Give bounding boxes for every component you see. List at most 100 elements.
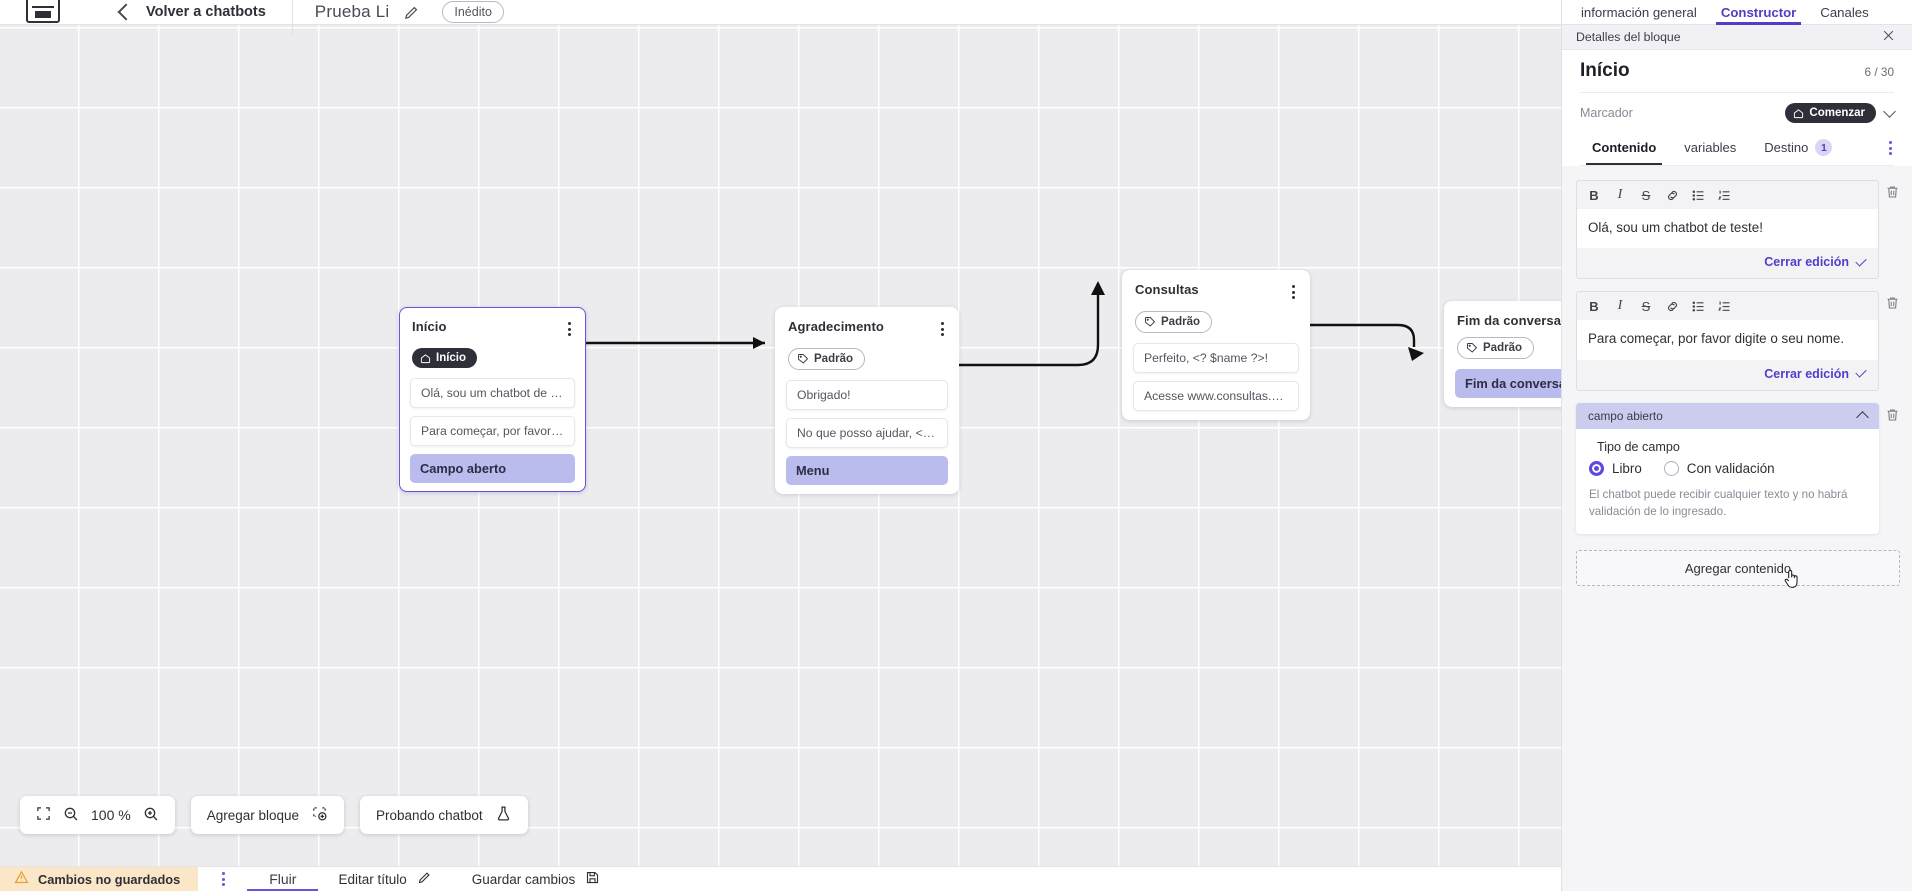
save-changes-button[interactable]: Guardar cambios [452, 870, 621, 888]
flow-node-consultas[interactable]: Consultas Padrão Perfeito, <? $name ?>! … [1122, 270, 1310, 420]
node-message[interactable]: Olá, sou um chatbot de teste! [410, 378, 575, 408]
tab-informacion-general[interactable]: información general [1581, 4, 1697, 20]
node-menu-button[interactable] [1290, 282, 1297, 302]
edit-title-button[interactable]: Editar título [318, 870, 451, 888]
chevron-down-icon[interactable] [1883, 104, 1896, 118]
node-message[interactable]: Acesse www.consultas.com par... [1133, 381, 1299, 411]
radio-libro[interactable]: Libro [1589, 460, 1642, 476]
fit-screen-icon[interactable] [36, 806, 51, 824]
close-icon[interactable] [1881, 28, 1896, 46]
marker-label: Marcador [1580, 106, 1633, 120]
numbered-list-icon[interactable] [1711, 184, 1737, 206]
flow-node-fim-da-conversa[interactable]: Fim da conversa Padrão Fim da conversa [1444, 301, 1561, 407]
node-tag-label: Padrão [814, 353, 853, 365]
rich-text-editor[interactable]: B I S [1576, 180, 1879, 280]
numbered-list-icon[interactable] [1711, 295, 1737, 317]
test-chatbot-button[interactable]: Probando chatbot [360, 796, 528, 834]
node-action[interactable]: Fim da conversa [1455, 369, 1561, 398]
node-tag-padrao: Padrão [1457, 337, 1534, 359]
open-field-title: campo abierto [1588, 408, 1663, 423]
app-logo-icon[interactable] [26, 0, 60, 23]
more-vertical-icon[interactable] [1887, 138, 1894, 158]
chevron-up-icon[interactable] [1856, 411, 1869, 425]
bot-title: Prueba Li [314, 2, 390, 21]
node-header: Fim da conversa [1445, 312, 1561, 328]
close-edit-button[interactable]: Cerrar edición [1577, 360, 1878, 390]
node-body: Obrigado! No que posso ajudar, <? $name … [776, 372, 958, 485]
flask-icon [495, 805, 512, 825]
chevron-left-icon[interactable] [117, 3, 135, 21]
strikethrough-icon[interactable]: S [1641, 298, 1651, 314]
bold-icon[interactable]: B [1589, 187, 1599, 203]
tab-canales[interactable]: Canales [1820, 4, 1869, 20]
node-action[interactable]: Menu [786, 456, 948, 485]
subtab-contenido[interactable]: Contenido [1580, 132, 1668, 165]
open-field-block: campo abierto Tipo de campo Libro [1576, 402, 1900, 535]
bullet-list-icon[interactable] [1685, 295, 1711, 317]
close-edit-label: Cerrar edición [1764, 366, 1849, 381]
node-title: Agradecimento [788, 319, 884, 334]
editor-text[interactable]: Olá, sou um chatbot de teste! [1577, 209, 1878, 249]
subtab-variables[interactable]: variables [1672, 132, 1748, 164]
flow-node-inicio[interactable]: Início Início Olá, sou um chatbot de tes… [399, 307, 586, 492]
bullet-list-icon[interactable] [1685, 184, 1711, 206]
delete-open-field-button[interactable] [1885, 403, 1900, 428]
add-block-button[interactable]: Agregar bloque [190, 796, 345, 834]
zoom-in-icon[interactable] [143, 806, 159, 825]
more-vertical-icon[interactable] [222, 872, 226, 886]
node-menu-button[interactable] [566, 319, 573, 339]
panel-content: B I S [1562, 166, 1912, 891]
panel-detail-header: Detalles del bloque [1562, 25, 1912, 50]
link-icon[interactable] [1659, 295, 1685, 317]
flow-node-agradecimento[interactable]: Agradecimento Padrão Obrigado! No que po… [775, 307, 959, 494]
block-count: 6 / 30 [1864, 65, 1894, 79]
node-message[interactable]: Para começar, por favor digite o ... [410, 416, 575, 446]
italic-icon[interactable]: I [1617, 298, 1623, 314]
node-tag-label: Início [436, 352, 467, 364]
panel-subtabs: Contenido variables Destino 1 [1580, 131, 1894, 166]
node-action[interactable]: Campo aberto [410, 454, 575, 483]
zoom-out-icon[interactable] [63, 806, 79, 825]
radio-con-validacion[interactable]: Con validación [1663, 460, 1775, 476]
close-edit-button[interactable]: Cerrar edición [1577, 248, 1878, 278]
flow-canvas[interactable]: Início Início Olá, sou um chatbot de tes… [0, 25, 1561, 866]
marker-control[interactable]: Comenzar [1785, 103, 1896, 123]
node-title: Início [412, 319, 447, 334]
add-content-button[interactable]: Agregar contenido [1576, 550, 1900, 589]
delete-block-button[interactable] [1885, 180, 1900, 205]
block-title-row: Início 6 / 30 [1580, 60, 1894, 93]
marker-row: Marcador Comenzar [1580, 93, 1896, 131]
node-message[interactable]: No que posso ajudar, <? $name ... [786, 418, 948, 448]
node-menu-button[interactable] [939, 319, 946, 339]
marker-pill[interactable]: Comenzar [1785, 103, 1876, 123]
open-field-header[interactable]: campo abierto [1576, 402, 1879, 429]
editor-toolbar: B I S [1577, 292, 1878, 320]
rich-text-editor[interactable]: B I S [1576, 291, 1879, 391]
tab-fluir[interactable]: Fluir [247, 867, 319, 891]
node-message[interactable]: Perfeito, <? $name ?>! [1133, 343, 1299, 373]
home-icon [420, 353, 431, 363]
field-type-radio-group: Libro Con validación [1589, 460, 1866, 476]
link-icon[interactable] [1659, 184, 1685, 206]
radio-dot[interactable] [1663, 460, 1679, 476]
node-message[interactable]: Obrigado! [786, 380, 948, 410]
delete-block-button[interactable] [1885, 291, 1900, 316]
test-chatbot-label: Probando chatbot [376, 807, 483, 823]
subtab-destino[interactable]: Destino 1 [1752, 131, 1844, 165]
edit-title-label: Editar título [338, 871, 407, 887]
divider [291, 0, 293, 36]
back-to-chatbots-link[interactable]: Volver a chatbots [146, 4, 266, 20]
node-header: Consultas [1123, 281, 1309, 302]
bold-icon[interactable]: B [1589, 298, 1599, 314]
strikethrough-icon[interactable]: S [1641, 187, 1651, 203]
node-title: Consultas [1135, 282, 1199, 297]
italic-icon[interactable]: I [1617, 187, 1623, 202]
save-changes-label: Guardar cambios [471, 871, 576, 887]
field-help-text: El chatbot puede recibir cualquier texto… [1589, 487, 1848, 518]
tab-constructor[interactable]: Constructor [1712, 0, 1805, 25]
editor-text[interactable]: Para começar, por favor digite o seu nom… [1577, 320, 1878, 360]
node-tag-inicio: Início [412, 348, 478, 368]
radio-dot-selected[interactable] [1589, 460, 1604, 476]
pencil-icon[interactable] [403, 4, 420, 21]
zoom-controls[interactable]: 100 % [20, 796, 175, 834]
